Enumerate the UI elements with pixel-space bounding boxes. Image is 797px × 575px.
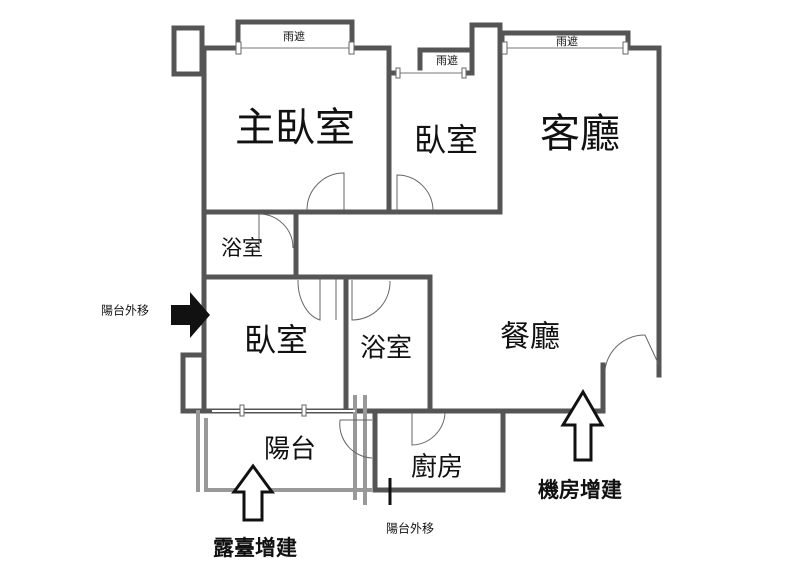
annotation-balcony-move-left: 陽台外移 bbox=[101, 303, 149, 318]
canopy-label: 雨遮 bbox=[556, 34, 578, 48]
room-dining-room: 餐廳 bbox=[500, 320, 560, 355]
annotation-terrace-addition: 露臺增建 bbox=[213, 536, 297, 560]
room-bathroom-small: 浴室 bbox=[221, 236, 263, 260]
up-arrow-icon bbox=[231, 463, 275, 522]
canopy-label: 雨遮 bbox=[436, 53, 458, 67]
room-living-room: 客廳 bbox=[540, 111, 620, 157]
room-bathroom-mid: 浴室 bbox=[360, 334, 412, 364]
room-bedroom-mid: 臥室 bbox=[244, 321, 308, 359]
annotation-machine-room-addition: 機房增建 bbox=[538, 478, 622, 502]
doors bbox=[258, 172, 660, 459]
room-bedroom-top: 臥室 bbox=[414, 121, 478, 159]
walls bbox=[171, 19, 662, 505]
arrows bbox=[171, 292, 605, 522]
labels: 雨遮 雨遮 雨遮 主臥室 臥室 客廳 浴室 臥室 浴室 餐廳 陽台 廚房 陽台外… bbox=[101, 29, 622, 560]
annotation-balcony-move-bottom: 陽台外移 bbox=[386, 521, 434, 536]
canopy-label: 雨遮 bbox=[283, 29, 305, 43]
up-arrow-icon bbox=[560, 389, 605, 462]
room-balcony: 陽台 bbox=[264, 435, 316, 465]
windows bbox=[212, 41, 629, 417]
room-kitchen: 廚房 bbox=[411, 453, 463, 483]
right-arrow-icon bbox=[171, 292, 210, 338]
room-master-bedroom: 主臥室 bbox=[235, 105, 355, 151]
